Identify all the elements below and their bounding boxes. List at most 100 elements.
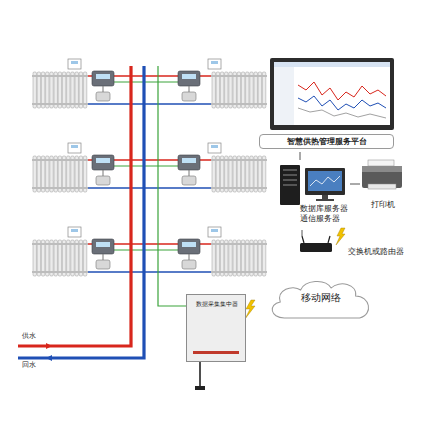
desk-monitor — [305, 168, 345, 195]
radiator-fin — [262, 156, 265, 192]
radiator-fin — [258, 240, 261, 276]
thermostat-display — [211, 229, 218, 232]
thermostat-display — [71, 61, 78, 64]
device-node: 交换机或路由器 — [296, 236, 412, 262]
thermostat-display — [211, 61, 218, 64]
radiator-header — [32, 271, 88, 273]
radiator-fin — [62, 240, 65, 276]
radiator-header — [32, 187, 88, 189]
radiator-fin — [229, 72, 232, 108]
radiator-fin — [58, 72, 61, 108]
device-node: 数据库服务器 通信服务器 — [278, 160, 350, 230]
radiator-fin — [254, 240, 257, 276]
drive-bay — [283, 174, 297, 176]
valve-stem — [103, 254, 104, 260]
radiator-fin — [54, 72, 57, 108]
radiator-fin — [233, 156, 236, 192]
monitor-stand — [322, 195, 328, 199]
thermostat-display — [211, 145, 218, 148]
wireless-bolt — [245, 300, 255, 319]
supply-riser — [18, 66, 131, 346]
node-label: 数据库服务器 通信服务器 — [300, 204, 348, 223]
radiator-fin — [225, 156, 228, 192]
meter-display — [182, 242, 196, 247]
radiator-fin — [37, 156, 40, 192]
radiator-fin — [62, 72, 65, 108]
radiator-fin — [41, 72, 44, 108]
valve-stem — [189, 86, 190, 92]
return-branch — [88, 103, 144, 105]
thermostat — [68, 227, 81, 237]
meter-display — [96, 242, 110, 247]
radiator-fin — [79, 240, 82, 276]
drive-bay — [283, 179, 297, 181]
antenna-base — [195, 386, 205, 390]
control-valve — [96, 176, 110, 185]
radiator-fin — [33, 156, 36, 192]
radiator-fin — [229, 156, 232, 192]
data-bus-branch — [114, 166, 178, 167]
return-branch — [88, 271, 144, 273]
cloud-node: 移动网络 — [266, 276, 378, 324]
radiator-header — [32, 159, 88, 161]
radiator-fin — [262, 240, 265, 276]
device-node: 打印机 — [360, 158, 408, 212]
thermostat — [208, 227, 221, 237]
radiator-header — [211, 271, 267, 273]
radiator — [32, 156, 88, 192]
chart-line — [298, 96, 386, 110]
heat-meter — [178, 239, 200, 254]
radiator-fin — [46, 72, 49, 108]
radiator-fin — [71, 156, 74, 192]
radiator-fin — [75, 72, 78, 108]
radiator — [211, 240, 267, 276]
radiator-fin — [216, 156, 219, 192]
heat-meter — [92, 155, 114, 170]
heat-meter — [92, 71, 114, 86]
connector — [350, 184, 360, 185]
radiator-fin — [254, 72, 257, 108]
chart-line — [298, 108, 386, 118]
radiator-fin — [246, 240, 249, 276]
flow-arrow — [46, 343, 52, 349]
radiator-fin — [75, 240, 78, 276]
thermostat — [208, 59, 221, 69]
radiator-fin — [79, 72, 82, 108]
screen-sidebar — [274, 67, 294, 125]
radiator-header — [211, 103, 267, 105]
node-label: 智慧供热管理服务平台 — [259, 134, 394, 149]
radiator-fin — [241, 240, 244, 276]
thermostat — [208, 143, 221, 153]
return-branch — [144, 103, 212, 105]
radiator-fin — [33, 240, 36, 276]
radiator-fin — [50, 72, 53, 108]
radiator-fin — [212, 72, 215, 108]
meter-display — [96, 158, 110, 163]
radiator — [211, 72, 267, 108]
chart-line — [298, 82, 386, 100]
thermostat — [68, 59, 81, 69]
thermostat-display — [71, 145, 78, 148]
valve-stem — [103, 170, 104, 176]
radiator-fin — [41, 240, 44, 276]
radiator-fin — [79, 156, 82, 192]
server-tower — [280, 165, 300, 205]
router-antenna — [328, 236, 330, 243]
valve-stem — [189, 254, 190, 260]
wireless-bolt — [336, 228, 345, 245]
radiator-fin — [237, 156, 240, 192]
desk-monitor-screen — [308, 171, 342, 191]
router-antenna — [302, 236, 304, 243]
radiator-fin — [216, 240, 219, 276]
radiator-fin — [237, 72, 240, 108]
return-branch — [144, 271, 212, 273]
radiator-fin — [233, 240, 236, 276]
radiator-header — [211, 187, 267, 189]
router-body — [300, 243, 332, 252]
monitor-screen — [274, 62, 390, 125]
radiator-fin — [67, 240, 70, 276]
radiator-fin — [229, 240, 232, 276]
control-valve — [182, 176, 196, 185]
node-label: 数据采集集中器 — [189, 300, 245, 307]
